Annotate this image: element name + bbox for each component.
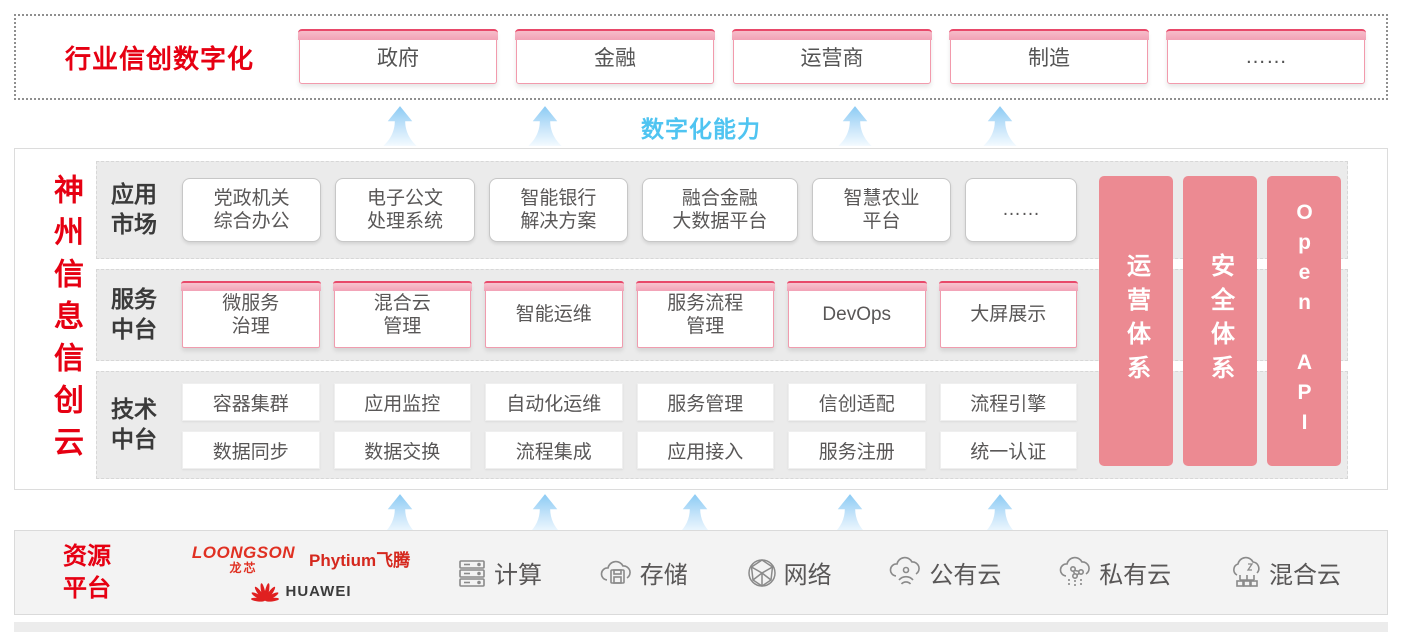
tech-box-process-integration: 流程集成 [485,431,623,469]
svc-box-service-process-mgmt: 服务流程 管理 [635,281,775,348]
tech-box-data-exchange: 数据交换 [333,431,471,469]
tech-box-xinchuang-adaptation: 信创适配 [788,383,926,421]
tech-platform-row-label: 技术 中台 [111,396,157,452]
industry-band-title: 行业信创数字化 [65,43,255,74]
resource-item-storage: 存储 [599,555,688,590]
industry-box-finance: 金融 [515,29,715,84]
app-box-more: …… [965,178,1077,242]
operation-system-bar: 运营体系 [1099,176,1173,466]
resource-item-public-cloud: 公有云 [888,555,1001,590]
huawei-logo-icon [250,582,279,602]
platform-side-title: 神州信息信创云 [49,174,82,468]
industry-box-government: 政府 [298,29,498,84]
service-platform-items: 微服务 治理 混合云 管理 智能运维 服务流程 管理 DevOps 大屏展示 [181,270,1078,360]
app-market-items: 党政机关 综合办公 电子公文 处理系统 智能银行 解决方案 融合金融 大数据平台… [182,162,1077,258]
app-box-smart-bank: 智能银行 解决方案 [488,178,628,242]
tech-platform-items: 容器集群 应用监控 自动化运维 服务管理 信创适配 流程引擎 数据同步 数据交换… [182,383,1077,469]
compute-icon [459,559,485,587]
up-arrow-icon [838,106,872,146]
vendor-logos: LOONGSON 龙芯 Phytium飞腾 [171,544,431,602]
tech-box-app-monitoring: 应用监控 [333,383,471,421]
resource-items: 计算 存储 网络 公有云 [455,555,1341,590]
svc-box-big-screen: 大屏展示 [938,281,1078,348]
tech-box-unified-auth: 统一认证 [939,431,1077,469]
app-market-row-label: 应用 市场 [111,181,157,237]
svc-box-hybrid-cloud-mgmt: 混合云 管理 [332,281,472,348]
tech-box-data-sync: 数据同步 [182,431,320,469]
service-platform-row-label: 服务 中台 [111,286,157,342]
tech-box-container-cluster: 容器集群 [182,383,320,421]
svc-box-microservice-governance: 微服务 治理 [181,281,320,348]
up-arrow-icon [983,106,1017,146]
industry-band: 行业信创数字化 政府 金融 运营商 制造 …… [14,14,1388,100]
tech-box-service-registry: 服务注册 [788,431,926,469]
storage-icon [600,560,631,584]
app-box-finance-bigdata: 融合金融 大数据平台 [641,178,798,242]
huawei-logo-text: HUAWEI [285,583,352,600]
tech-box-app-access: 应用接入 [636,431,774,469]
industry-box-operator: 运营商 [732,29,932,84]
capability-label: 数字化能力 [641,116,761,142]
up-arrow-icon [678,494,712,534]
network-icon [747,558,776,587]
resource-item-network: 网络 [745,555,832,590]
tech-box-automated-ops: 自动化运维 [485,383,623,421]
industry-box-manufacturing: 制造 [949,29,1149,84]
up-arrow-icon [383,494,417,534]
svc-box-devops: DevOps [787,281,926,348]
tech-box-process-engine: 流程引擎 [939,383,1077,421]
loongson-logo: LOONGSON 龙芯 [191,542,296,575]
open-api-bar: Open API [1267,176,1341,466]
resource-item-compute: 计算 [455,555,542,590]
resource-item-private-cloud: 私有云 [1058,555,1171,590]
svc-box-intelligent-ops: 智能运维 [484,281,623,348]
hybrid-cloud-icon [1233,556,1260,587]
platform-box: 神州信息信创云 应用 市场 党政机关 综合办公 电子公文 处理系统 智能银行 解… [14,148,1388,490]
phytium-logo: Phytium飞腾 [309,550,411,570]
app-box-gov-office: 党政机关 综合办公 [182,178,322,242]
app-box-edoc-system: 电子公文 处理系统 [335,178,475,242]
tech-box-service-mgmt: 服务管理 [636,383,774,421]
resource-platform-label: 资源 平台 [63,543,111,602]
bottom-divider [14,622,1388,632]
up-arrow-icon [833,494,867,534]
security-system-bar: 安全体系 [1183,176,1257,466]
public-cloud-icon [890,556,921,585]
up-arrow-icon [528,494,562,534]
industry-box-more: …… [1166,29,1366,84]
resource-platform-box: 资源 平台 LOONGSON 龙芯 Phytium飞腾 [14,530,1388,615]
app-box-smart-agriculture: 智慧农业 平台 [811,178,952,242]
resource-item-hybrid-cloud: 混合云 [1228,555,1341,590]
private-cloud-icon [1059,556,1091,587]
up-arrow-icon [983,494,1017,534]
